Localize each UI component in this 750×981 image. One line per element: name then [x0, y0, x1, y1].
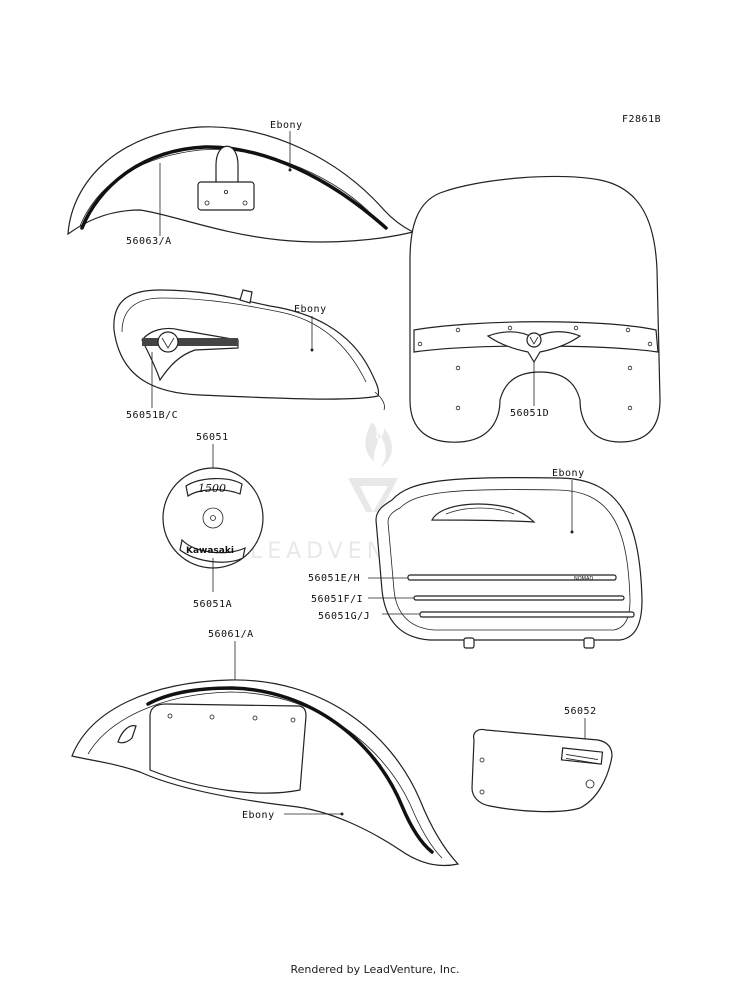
front-fender	[67, 126, 415, 243]
cover-bottom-label: 56051A	[193, 599, 232, 610]
cover-top-label: 56051	[196, 432, 229, 443]
round-cover: 56051 1500 Kawasaki 56051A	[162, 432, 264, 610]
rear-fender-color-dot	[340, 812, 344, 816]
saddlebag-stripe-text: NOMAD	[574, 576, 593, 582]
side-cover	[471, 728, 613, 813]
front-fender-part-label: 56063/A	[126, 236, 172, 247]
saddlebag-part-label-2: 56051F/I	[311, 594, 363, 605]
saddlebag-color-label: Ebony	[552, 468, 585, 479]
rear-fender-part-label: 56061/A	[208, 629, 254, 640]
saddlebag-part-label-3: 56051G/J	[318, 611, 370, 622]
saddlebag: NOMAD	[375, 476, 643, 649]
windshield-part-label: 56051D	[510, 408, 549, 419]
saddlebag-color-dot	[570, 530, 574, 534]
front-fender-color-dot	[288, 168, 292, 172]
fuel-tank	[113, 289, 385, 411]
side-cover-part-label: 56052	[564, 706, 597, 717]
flame-icon	[365, 422, 392, 468]
front-fender-color-label: Ebony	[270, 120, 303, 131]
rear-fender-color-label: Ebony	[242, 810, 275, 821]
tank-color-dot	[310, 348, 314, 352]
windshield	[409, 175, 661, 443]
cover-top-emblem: 1500	[198, 482, 226, 495]
tank-emblem-bar	[142, 338, 238, 346]
tank-color-label: Ebony	[294, 304, 327, 315]
leadventure-logo-icon	[348, 478, 398, 512]
diagram-code: F2861B	[622, 114, 661, 125]
saddlebag-part-label-1: 56051E/H	[308, 573, 360, 584]
rear-fender	[71, 679, 460, 867]
tank-part-label: 56051B/C	[126, 410, 178, 421]
footer-credit: Rendered by LeadVenture, Inc.	[290, 963, 460, 976]
cover-bottom-emblem: Kawasaki	[186, 546, 234, 556]
